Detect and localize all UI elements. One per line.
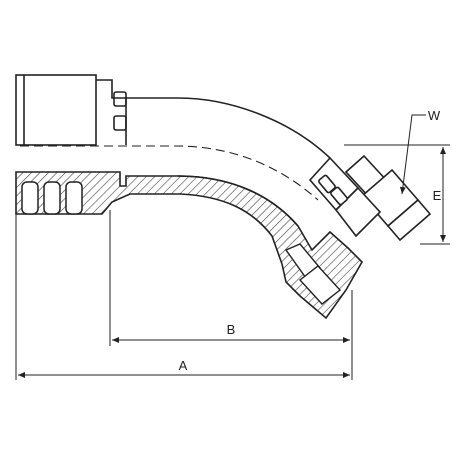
fitting-outline bbox=[15, 74, 331, 227]
nut-section bbox=[284, 243, 342, 305]
insert-ridges bbox=[21, 181, 83, 215]
centerline bbox=[20, 145, 319, 201]
label-w: W bbox=[428, 108, 441, 123]
label-e: E bbox=[433, 188, 442, 203]
angled-end bbox=[308, 154, 432, 242]
section-cut bbox=[15, 171, 363, 320]
dimensions bbox=[15, 114, 450, 380]
socket-outline bbox=[15, 74, 97, 146]
label-b: B bbox=[227, 322, 236, 337]
dimension-w-leader bbox=[399, 114, 426, 195]
label-a: A bbox=[179, 358, 188, 373]
